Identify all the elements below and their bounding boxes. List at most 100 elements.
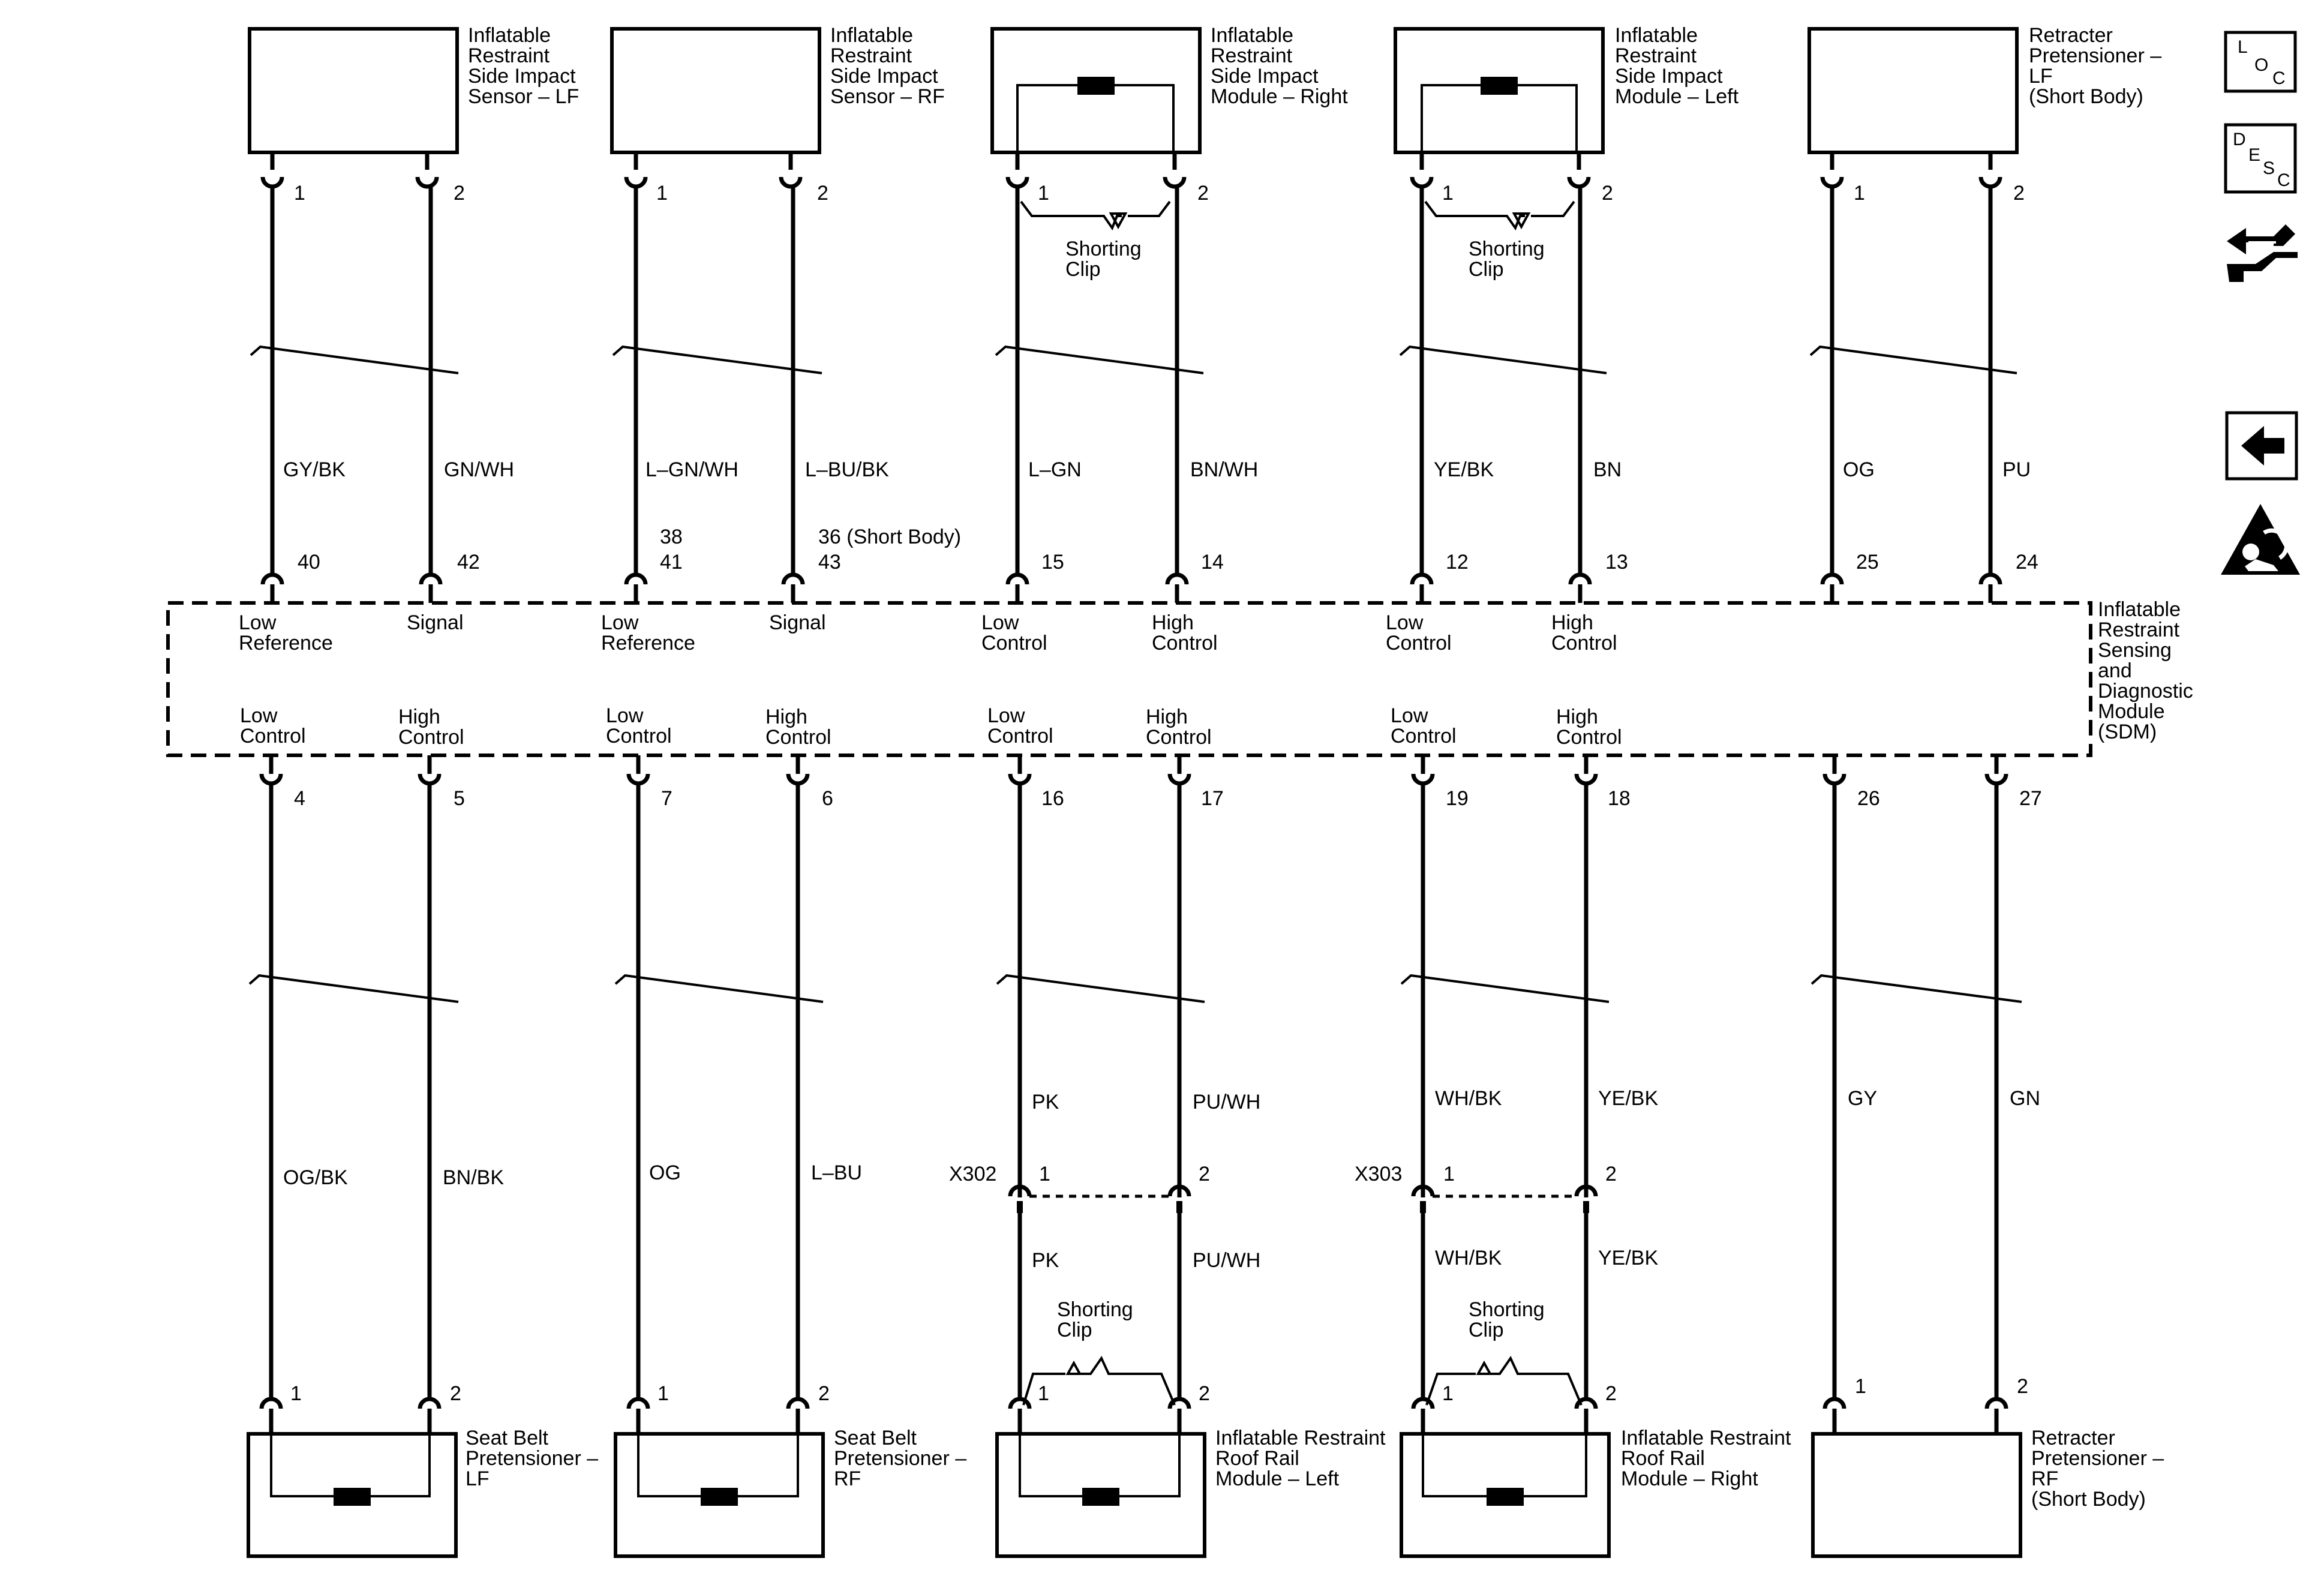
back-arrow-icon[interactable] [2225, 411, 2298, 481]
component-box [248, 27, 459, 154]
desc-letter: D [2233, 130, 2246, 149]
sdm-pin-number: 19 [1446, 787, 1469, 810]
pin-number: 1 [1442, 1382, 1454, 1405]
wire-color: L–GN [1028, 458, 1082, 481]
pin-number: 2 [2017, 1375, 2028, 1398]
desc-button[interactable]: D E S C [2224, 123, 2297, 194]
sdm-pin-alt: 38 [660, 526, 683, 548]
component-label: Inflatable Restraint Side Impact Sensor … [468, 24, 581, 108]
sdm-pin-number: 42 [457, 551, 480, 574]
sdm-pin-number: 26 [1857, 787, 1880, 810]
twisted-pair-marker [996, 974, 1205, 1003]
wire-color: GN/WH [444, 458, 514, 481]
seat-belt-pretensioner-rf: Low Control High Control 7 6 OG L–BU 1 2… [606, 704, 966, 1558]
component-box [610, 27, 821, 154]
wire-color: L–GN/WH [645, 458, 738, 481]
side-impact-module-left: Inflatable Restraint Side Impact Module … [1386, 24, 1739, 655]
wire-color: BN/BK [443, 1166, 504, 1189]
sdm-pin-alt: 36 (Short Body) [818, 526, 961, 548]
wire-color: WH/BK [1435, 1087, 1502, 1110]
wire [1830, 187, 1993, 575]
sdm-pin-number: 15 [1041, 551, 1064, 574]
shorting-clip [1022, 1355, 1176, 1406]
wire [1015, 187, 1179, 575]
wire-color: GN [2010, 1087, 2040, 1110]
twisted-pair-marker [612, 345, 822, 374]
connector-pin-number: 1 [1039, 1163, 1050, 1185]
roof-rail-module-left: Low Control High Control 16 17 PK PU/WH … [949, 704, 1391, 1558]
side-impact-sensor-rf: Inflatable Restraint Side Impact Sensor … [601, 24, 961, 655]
deployment-element-icon [1077, 77, 1115, 95]
sdm-label-line: Module [2098, 700, 2165, 723]
wire [633, 187, 795, 575]
sdm-pin-function: Low Control [240, 704, 306, 748]
sdm-pin-number: 7 [661, 787, 672, 810]
sdm-pin-function: Signal [769, 611, 826, 634]
sdm-module-boundary [166, 601, 2092, 757]
wire [1017, 1213, 1182, 1399]
component-label: Inflatable Restraint Roof Rail Module – … [1215, 1427, 1391, 1490]
sdm-pin-function: High Control [1551, 611, 1617, 655]
sdm-pin-function: Low Reference [239, 611, 333, 655]
deployment-element-icon [1487, 1488, 1524, 1506]
component-label: Retracter Pretensioner – RF (Short Body) [2031, 1427, 2170, 1511]
pin-number: 2 [817, 182, 828, 205]
sdm-label-line: and [2098, 659, 2132, 682]
wire [269, 785, 432, 1399]
wire-color: GY/BK [283, 458, 346, 481]
pin-number: 1 [1854, 182, 1865, 205]
wire-color: YE/BK [1434, 458, 1494, 481]
connector-end-view-icon[interactable] [2227, 224, 2298, 282]
loc-button[interactable]: L O C [2224, 31, 2297, 93]
component-box [1811, 1432, 2022, 1558]
roof-rail-module-right: Low Control High Control 19 18 WH/BK YE/… [1355, 704, 1797, 1558]
sdm-label: Inflatable Restraint Sensing and Diagnos… [2098, 598, 2199, 743]
sdm-pin-number: 17 [1201, 787, 1224, 810]
deployment-element-icon [1082, 1488, 1119, 1506]
sdm-pin-function: Signal [407, 611, 464, 634]
sdm-pin-function: Low Control [1391, 704, 1457, 748]
loc-letter: O [2254, 55, 2268, 75]
sdm-pin-number: 4 [294, 787, 305, 810]
inline-connector-label: X302 [949, 1163, 996, 1185]
shorting-clip-label: Shorting Clip [1469, 238, 1550, 281]
wire-color: BN [1593, 458, 1622, 481]
pin-number: 2 [1605, 1382, 1617, 1405]
wire-color: PK [1032, 1249, 1059, 1272]
twisted-pair-marker [250, 345, 459, 374]
sdm-pin-number: 14 [1201, 551, 1224, 574]
sdm-pin-function: High Control [398, 706, 464, 749]
inline-connector-label: X303 [1355, 1163, 1402, 1185]
wire-color: WH/BK [1435, 1247, 1502, 1269]
pin-number: 1 [1855, 1375, 1866, 1398]
sdm-pin-number: 18 [1608, 787, 1631, 810]
pin-number: 2 [1197, 182, 1209, 205]
component-label: Seat Belt Pretensioner – LF [466, 1427, 604, 1490]
desc-letter: S [2263, 158, 2275, 178]
shorting-clip [1424, 200, 1575, 231]
sdm-pin-function: Low Control [606, 704, 672, 748]
airbag-warning-icon[interactable] [2221, 504, 2300, 575]
wire-color: L–BU/BK [805, 458, 889, 481]
sdm-pin-number: 5 [454, 787, 465, 810]
wire-color: YE/BK [1598, 1247, 1658, 1269]
pin-number: 1 [1038, 182, 1049, 205]
component-label: Inflatable Restraint Roof Rail Module – … [1621, 1427, 1797, 1490]
component-label: Inflatable Restraint Side Impact Sensor … [830, 24, 945, 108]
seat-belt-pretensioner-lf: Low Control High Control 4 5 OG/BK BN/BK… [240, 704, 604, 1558]
wire-color: OG [649, 1161, 681, 1184]
sdm-pin-number: 6 [822, 787, 833, 810]
pin-number: 2 [1199, 1382, 1210, 1405]
deployment-element-icon [334, 1488, 371, 1506]
pin-number: 1 [656, 182, 668, 205]
shorting-clip-label: Shorting Clip [1469, 1298, 1550, 1341]
sdm-pin-number: 16 [1041, 787, 1064, 810]
sdm-pin-function: High Control [1556, 706, 1622, 749]
pin-number: 1 [657, 1382, 669, 1405]
wire-color: PK [1032, 1091, 1059, 1113]
sdm-pin-function: Low Control [987, 704, 1053, 748]
component-label: Retracter Pretensioner – LF (Short Body) [2029, 24, 2167, 108]
wire-color: GY [1848, 1087, 1877, 1110]
sdm-pin-number: 24 [2016, 551, 2038, 574]
